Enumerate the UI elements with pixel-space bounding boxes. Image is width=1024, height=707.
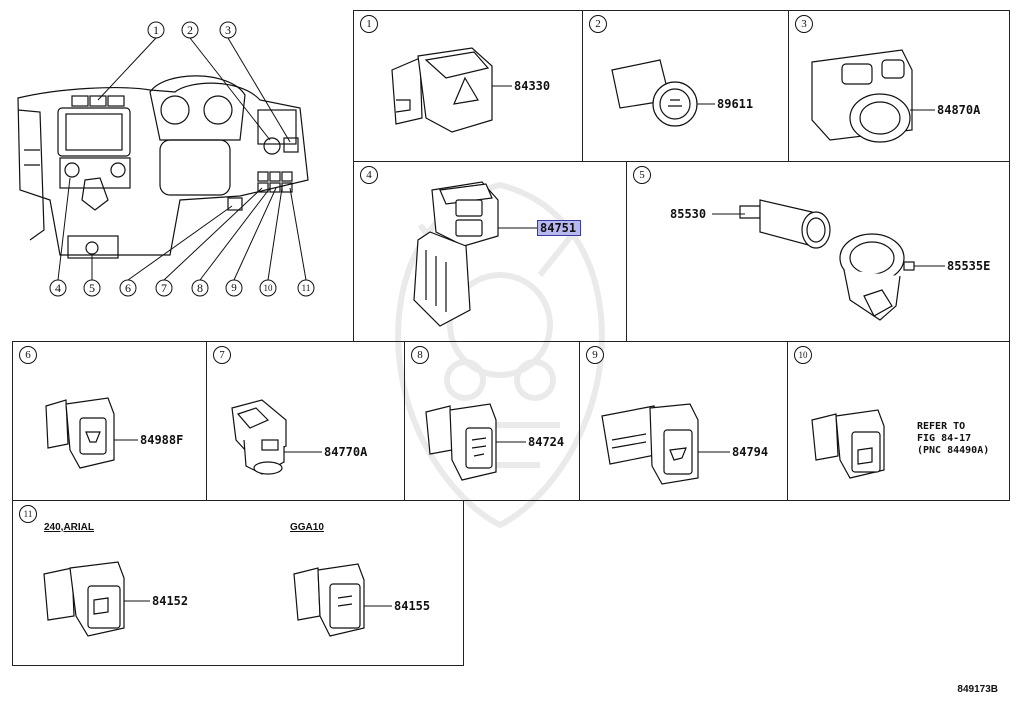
panel-number: 4	[360, 166, 378, 184]
part-number[interactable]: 84988F	[140, 433, 184, 447]
overview-callout-7: 7	[161, 281, 167, 295]
panel-number: 7	[213, 346, 231, 364]
lighter-icon	[739, 199, 831, 249]
overview-callout-1: 1	[153, 23, 159, 37]
panel-number: 2	[589, 15, 607, 33]
power-socket-icon	[839, 233, 915, 321]
afs-off-switch-icon	[293, 563, 365, 637]
seat-heater-switch-icon	[413, 181, 499, 327]
overview-callout-10: 10	[264, 283, 274, 293]
panel-number: 11	[19, 505, 37, 523]
overview-callout-11: 11	[302, 283, 311, 293]
overview-callout-4: 4	[55, 281, 61, 295]
hazard-switch-icon	[391, 47, 493, 133]
part-number[interactable]: 84330	[514, 79, 551, 93]
overview-callout-8: 8	[197, 281, 203, 295]
overview-callout-5: 5	[89, 281, 95, 295]
panel-10: 10	[787, 341, 1010, 501]
overview-callout-2: 2	[187, 23, 193, 37]
reference-line: REFER TO	[917, 421, 966, 432]
panel-number: 8	[411, 346, 429, 364]
mirror-switch-icon	[811, 49, 913, 143]
panel-number: 6	[19, 346, 37, 364]
part-number[interactable]: 85535E	[947, 259, 991, 273]
panel-number: 1	[360, 15, 378, 33]
headlight-leveling-switch-icon	[425, 403, 497, 481]
part-number[interactable]: 84152	[152, 594, 189, 608]
overview-callout-3: 3	[225, 23, 231, 37]
part-number[interactable]: 85530	[670, 207, 707, 221]
part-number[interactable]: 84870A	[937, 103, 981, 117]
variant-label: GGA10	[290, 522, 324, 533]
part-number[interactable]: 84770A	[324, 445, 368, 459]
dashboard-overview: 1 2 3 4 5 6 7 8 9 10 11	[17, 21, 315, 297]
reference-line[interactable]: FIG 84-17	[917, 433, 972, 444]
highlight-box	[537, 220, 581, 236]
part-number[interactable]: 84724	[528, 435, 565, 449]
mirror-heater-switch-icon	[43, 561, 125, 637]
deicer-switch-icon	[601, 403, 699, 485]
part-number[interactable]: 89611	[717, 97, 754, 111]
connector-icon	[231, 399, 287, 475]
panel-11: 11	[12, 500, 464, 666]
part-number[interactable]: 84155	[394, 599, 431, 613]
panel-number: 5	[633, 166, 651, 184]
round-button-icon	[611, 59, 698, 127]
parking-switch-icon	[811, 409, 885, 479]
vsc-switch-icon	[45, 397, 115, 469]
overview-callout-6: 6	[125, 281, 131, 295]
part-number-highlighted[interactable]: 84751	[540, 221, 577, 235]
overview-callout-9: 9	[231, 282, 237, 294]
panel-number: 3	[795, 15, 813, 33]
diagram-id: 849173B	[957, 684, 998, 695]
variant-label: 240,ARIAL	[44, 522, 95, 533]
part-number[interactable]: 84794	[732, 445, 769, 459]
panel-number: 10	[794, 346, 812, 364]
reference-line: (PNC 84490A)	[917, 445, 990, 456]
panel-number: 9	[586, 346, 604, 364]
